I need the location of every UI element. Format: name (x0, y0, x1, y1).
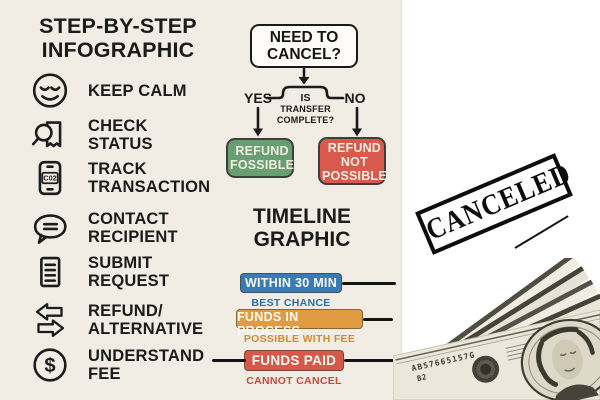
step-contact-recipient: CONTACT RECIPIENT (27, 205, 210, 251)
step-keep-calm: KEEP CALM (27, 68, 187, 114)
timeline-title: TIMELINE GRAPHIC (253, 205, 351, 251)
svg-text:$: $ (44, 355, 55, 377)
franklin-portrait (520, 318, 600, 400)
treasury-seal (472, 355, 500, 383)
speech-bubble-icon (27, 205, 73, 251)
flow-result-refund-possible: REFUND FOSSIBLE (226, 138, 294, 178)
step-check-status: CHECK STATUS (27, 112, 210, 158)
flow-question-top: IS (300, 92, 311, 104)
step-label: KEEP CALM (88, 81, 187, 100)
flow-yes-label: YES (243, 90, 272, 106)
front-bill: AB57665157G B2 (393, 308, 600, 400)
step-label: CHECK STATUS (88, 116, 153, 154)
flow-question-rest: TRANSFER COMPLETE? (276, 104, 335, 125)
document-icon (27, 249, 73, 295)
timeline-connector-line (212, 359, 246, 362)
timeline-connector-line (344, 359, 394, 362)
timeline-note-cannot-cancel: CANNOT CANCEL (246, 375, 342, 387)
step-refund-alternative: REFUND/ ALTERNATIVE (27, 297, 210, 343)
step-understand-fee: $ UNDERSTAND FEE (27, 342, 210, 388)
flow-no-label: NO (344, 90, 366, 106)
step-track-transaction: C02 TRACK TRANSACTION (27, 155, 210, 201)
calm-face-icon (27, 68, 73, 114)
bill-plate-number: B2 (416, 372, 428, 383)
dollar-circle-icon: $ (27, 342, 73, 388)
step-submit-request: SUBMIT REQUEST (27, 249, 210, 295)
step-label: CONTACT RECIPIENT (88, 209, 178, 247)
timeline-pill-funds-paid: FUNDS PAID (244, 350, 344, 371)
timeline-connector-line (363, 318, 393, 321)
timeline-note-possible-with-fee: POSSIBLE WITH FEE (243, 333, 356, 345)
phone-icon: C02 (27, 155, 73, 201)
timeline-connector-line (342, 282, 396, 285)
step-label: REFUND/ ALTERNATIVE (88, 301, 204, 339)
step-label: TRACK TRANSACTION (88, 159, 211, 197)
flow-result-refund-not-possible: REFUND NOT POSSIBLE (318, 137, 387, 185)
timeline-pill-funds-in-process: FUNDS IN PROCESS (236, 309, 363, 338)
timeline-pill-within-30-min: WITHIN 30 MIN (240, 273, 342, 293)
magnifier-receipt-icon (27, 112, 73, 158)
step-label: UNDERSTAND FEE (88, 346, 205, 384)
money-fan-photo: AB57665157G B2 (393, 258, 600, 400)
flow-connectors (253, 66, 362, 137)
swap-arrows-icon (27, 297, 73, 343)
step-label: SUBMIT REQUEST (88, 253, 170, 291)
svg-text:C02: C02 (43, 175, 56, 183)
page-title: STEP-BY-STEP INFOGRAPHIC (39, 14, 197, 62)
timeline-note-best-chance: BEST CHANCE (251, 297, 331, 309)
